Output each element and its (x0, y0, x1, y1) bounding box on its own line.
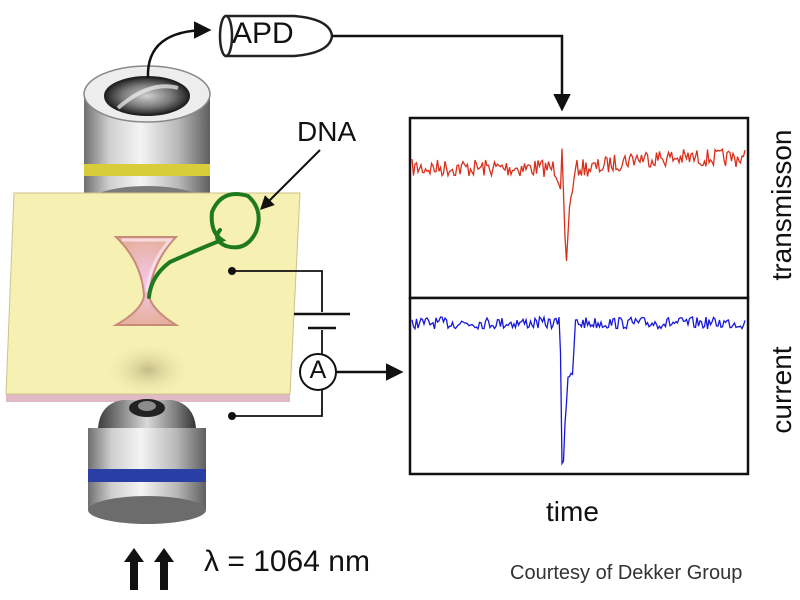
arrow-objective-to-apd (146, 21, 212, 79)
transmission-trace (411, 147, 746, 262)
nanopore (112, 236, 180, 326)
credit-text: Courtesy of Dekker Group (510, 562, 743, 584)
time-axis-label: time (546, 496, 599, 527)
electrical-circuit (228, 267, 404, 420)
transmission-axis-label: transmisson (766, 129, 797, 281)
arrow-to-dna (260, 149, 321, 210)
laser-arrow-icon (124, 548, 174, 590)
current-panel (408, 296, 750, 476)
battery-icon (294, 312, 350, 330)
lower-objective-band (88, 469, 206, 482)
lower-objective-lens-icon (88, 399, 206, 524)
ammeter-label: A (309, 356, 327, 384)
arrow-apd-to-trace (332, 34, 571, 112)
membrane-chip (5, 192, 301, 402)
upper-objective-band (84, 164, 210, 176)
current-trace (411, 314, 746, 466)
apd-label: APD (232, 17, 294, 50)
current-axis-label: current (766, 346, 797, 434)
dna-label: DNA (297, 116, 357, 147)
wavelength-label: λ = 1064 nm (204, 545, 370, 578)
transmission-panel (408, 116, 750, 300)
dna-strand (147, 192, 261, 299)
